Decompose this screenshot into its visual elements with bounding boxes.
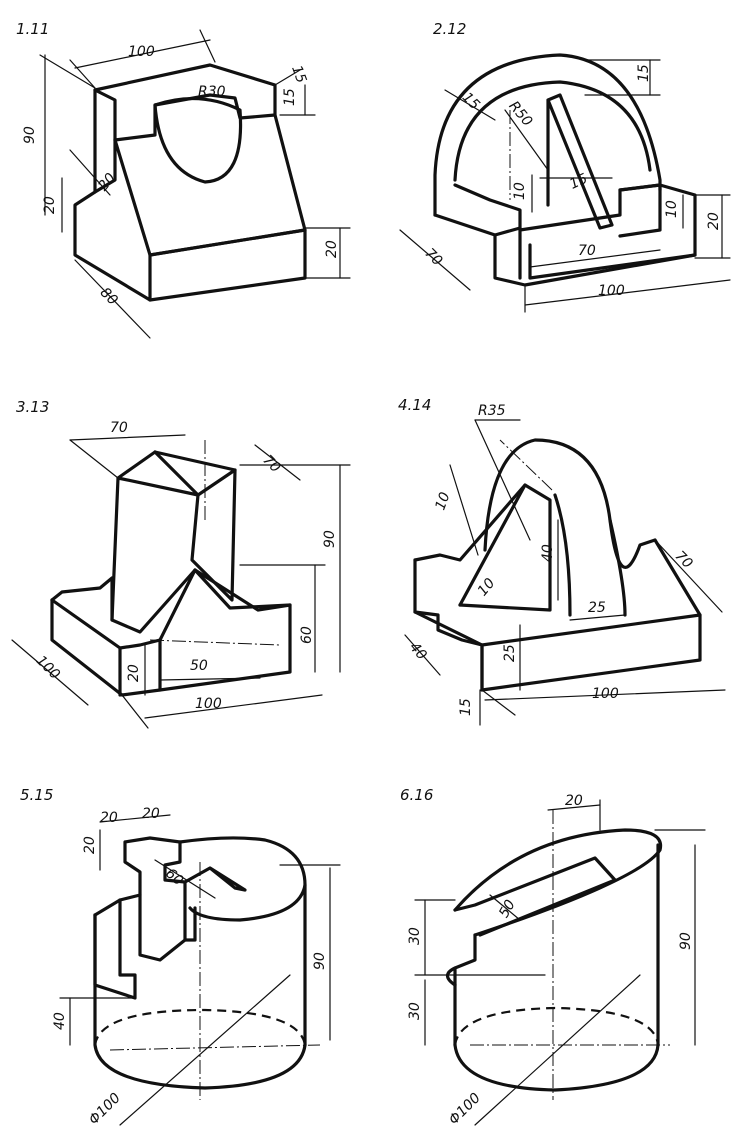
cylinder-top xyxy=(178,836,307,922)
dim-top: 20 xyxy=(565,793,583,809)
dim-base: 20 xyxy=(126,664,142,682)
figure-2-12: 2.12 15 15 R50 10 15 10 20 70 100 70 xyxy=(399,20,731,313)
dim-top-w: 70 xyxy=(110,420,128,436)
dim-low: 15 xyxy=(458,698,474,716)
dim-height: 90 xyxy=(678,932,694,950)
dim-base-h: 25 xyxy=(502,644,518,662)
prism-top xyxy=(110,450,237,622)
dim-width: 100 xyxy=(195,696,222,712)
ellipse-top xyxy=(453,828,663,937)
dim-upper: 30 xyxy=(407,927,423,945)
dim-depth: 100 xyxy=(33,653,63,683)
figure-label: 1.11 xyxy=(16,20,49,38)
figure-label: 2.12 xyxy=(433,20,466,38)
base-outline xyxy=(433,183,697,287)
dim-height: 20 xyxy=(706,212,722,230)
left-block xyxy=(493,226,522,280)
dim-lower: 30 xyxy=(407,1002,423,1020)
figure-4-14: 4.14 R35 10 10 40 70 25 40 25 100 15 xyxy=(398,396,726,726)
left-slot xyxy=(93,898,137,1000)
figure-label: 3.13 xyxy=(16,398,49,416)
dim-slot: 50 xyxy=(190,658,208,674)
right-block xyxy=(618,183,662,238)
figure-6-16: 6.16 20 50 30 30 90 Φ100 xyxy=(400,786,706,1128)
dim-width: 100 xyxy=(128,44,155,60)
dim-slot-h: 10 xyxy=(512,182,528,200)
dim-slot-w: 15 xyxy=(567,171,590,193)
dim-height: 90 xyxy=(22,126,38,144)
base-edge xyxy=(413,610,702,647)
dim-a: 20 xyxy=(100,810,118,826)
figure-label: 4.14 xyxy=(398,396,431,414)
base-front xyxy=(118,638,162,692)
dim-slot: 50 xyxy=(496,897,519,921)
dim-width: 100 xyxy=(592,686,619,702)
arch-side xyxy=(608,518,627,617)
dim-depth: 80 xyxy=(97,285,121,309)
dim-rib-b: 10 xyxy=(475,575,499,599)
dim-top: 15 xyxy=(288,63,309,85)
hidden-ellipse xyxy=(93,1008,307,1046)
semi-cut xyxy=(153,97,243,184)
dim-depth: 70 xyxy=(672,548,696,572)
figure-1-11: 1.11 100 15 15 R30 90 20 20 20 80 xyxy=(16,20,351,339)
slanted-rib xyxy=(546,93,614,230)
front-slot xyxy=(528,243,697,280)
dim-b: 20 xyxy=(142,806,160,822)
dim-right: 15 xyxy=(282,88,298,106)
arch-outline xyxy=(483,438,657,569)
arch-inner xyxy=(453,80,652,182)
dim-diameter: Φ100 xyxy=(86,1090,124,1128)
dim-c: 20 xyxy=(82,836,98,854)
left-edge xyxy=(453,933,477,1047)
mid-slot xyxy=(138,880,187,962)
inner-slot xyxy=(183,906,197,942)
rib-left xyxy=(158,568,197,642)
hidden-ellipse xyxy=(453,1006,660,1046)
dim-height: 90 xyxy=(322,530,338,548)
figure-label: 6.16 xyxy=(400,786,433,804)
bottom-curve xyxy=(453,1043,660,1092)
arch-inner xyxy=(553,493,572,617)
dim-top-d: 70 xyxy=(259,452,283,476)
prism-diag xyxy=(153,450,200,497)
dim-base: 20 xyxy=(324,240,340,258)
cross-outline xyxy=(93,836,247,917)
figure-5-15: 5.15 20 20 20 60 90 40 Φ100 xyxy=(20,786,341,1128)
slot-top xyxy=(453,856,617,937)
front-face xyxy=(113,138,307,302)
base-outline xyxy=(413,538,702,692)
figure-3-13: 3.13 70 70 90 60 20 50 100 100 xyxy=(11,398,351,729)
dim-height: 90 xyxy=(312,952,328,970)
figure-label: 5.15 xyxy=(20,786,53,804)
dim-mid: 60 xyxy=(299,626,315,644)
dim-rib-h: 40 xyxy=(540,544,556,562)
dim-radius: R35 xyxy=(478,403,506,419)
arch-outer xyxy=(433,53,662,217)
dim-step: 25 xyxy=(588,600,606,616)
notch xyxy=(445,966,457,987)
dim-low: 40 xyxy=(52,1012,68,1030)
notch-edge xyxy=(93,138,117,194)
dim-width: 100 xyxy=(598,283,625,299)
dim-rib-a: 10 xyxy=(432,490,453,512)
cylinder-bottom xyxy=(93,913,307,1090)
dim-inner: 70 xyxy=(578,243,596,259)
dim-right-block: 10 xyxy=(664,200,680,218)
rib-right xyxy=(193,568,292,612)
dim-top: 15 xyxy=(636,64,652,82)
base-outline xyxy=(50,568,292,697)
dim-radius: R30 xyxy=(198,84,226,100)
dim-left: 20 xyxy=(42,196,58,214)
